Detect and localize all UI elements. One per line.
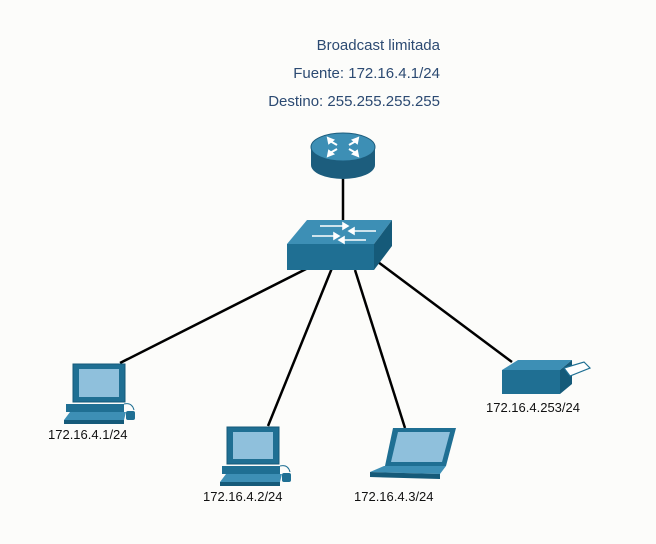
switch-icon bbox=[287, 220, 392, 270]
router-icon bbox=[310, 132, 376, 179]
links bbox=[119, 178, 513, 429]
laptop-label: 172.16.4.3/24 bbox=[354, 489, 434, 504]
link-switch-printer bbox=[377, 260, 513, 364]
link-switch-pc2 bbox=[266, 267, 334, 427]
pc2-label: 172.16.4.2/24 bbox=[203, 489, 283, 504]
source-label: Fuente: 172.16.4.1/24 bbox=[293, 65, 440, 82]
laptop-icon bbox=[370, 428, 456, 479]
diagram-title: Broadcast limitada bbox=[316, 37, 440, 54]
link-switch-pc1 bbox=[119, 264, 313, 365]
desktop-pc-2-icon bbox=[220, 426, 291, 486]
pc1-label: 172.16.4.1/24 bbox=[48, 427, 128, 442]
printer-icon bbox=[502, 360, 592, 394]
destination-label: Destino: 255.255.255.255 bbox=[268, 93, 440, 110]
desktop-pc-1-icon bbox=[64, 363, 135, 424]
link-switch-laptop bbox=[353, 269, 407, 429]
printer-label: 172.16.4.253/24 bbox=[486, 400, 580, 415]
